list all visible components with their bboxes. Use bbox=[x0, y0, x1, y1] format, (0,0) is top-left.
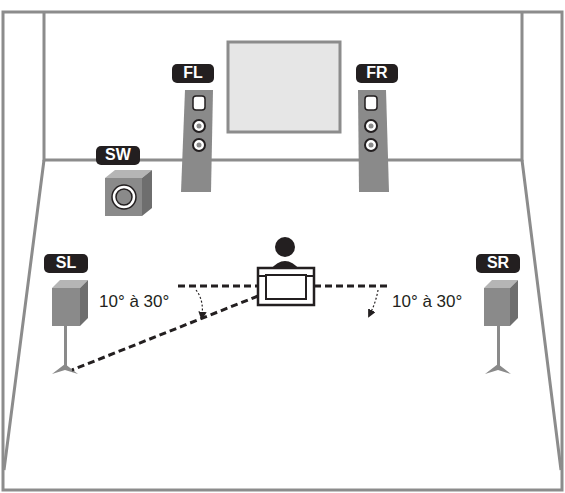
surround-left-speaker bbox=[52, 280, 88, 374]
speaker-tag: SW bbox=[96, 146, 140, 165]
tv-screen bbox=[228, 42, 340, 132]
angle-arc bbox=[370, 290, 378, 314]
room-frame bbox=[3, 12, 562, 490]
speaker-name: FL bbox=[183, 64, 203, 82]
front-left-speaker bbox=[181, 90, 213, 192]
floor-edge bbox=[4, 160, 561, 470]
speaker-tag: FR bbox=[356, 64, 398, 83]
speaker-tag: SL bbox=[44, 254, 88, 273]
subwoofer bbox=[105, 170, 152, 216]
angle-arc bbox=[196, 290, 202, 316]
speaker-name: SL bbox=[56, 254, 76, 272]
angle-label: 10° à 30° bbox=[390, 292, 464, 312]
angle-label: 10° à 30° bbox=[97, 292, 171, 312]
back-wall bbox=[44, 12, 522, 160]
speaker-tag: FL bbox=[172, 64, 214, 83]
speaker-name: FR bbox=[366, 64, 387, 82]
speaker-tag: SR bbox=[476, 254, 520, 273]
speaker-name: SR bbox=[487, 254, 509, 272]
listener bbox=[258, 237, 314, 305]
front-right-speaker bbox=[358, 90, 389, 192]
speaker-name: SW bbox=[105, 146, 131, 164]
surround-right-speaker bbox=[484, 280, 518, 374]
